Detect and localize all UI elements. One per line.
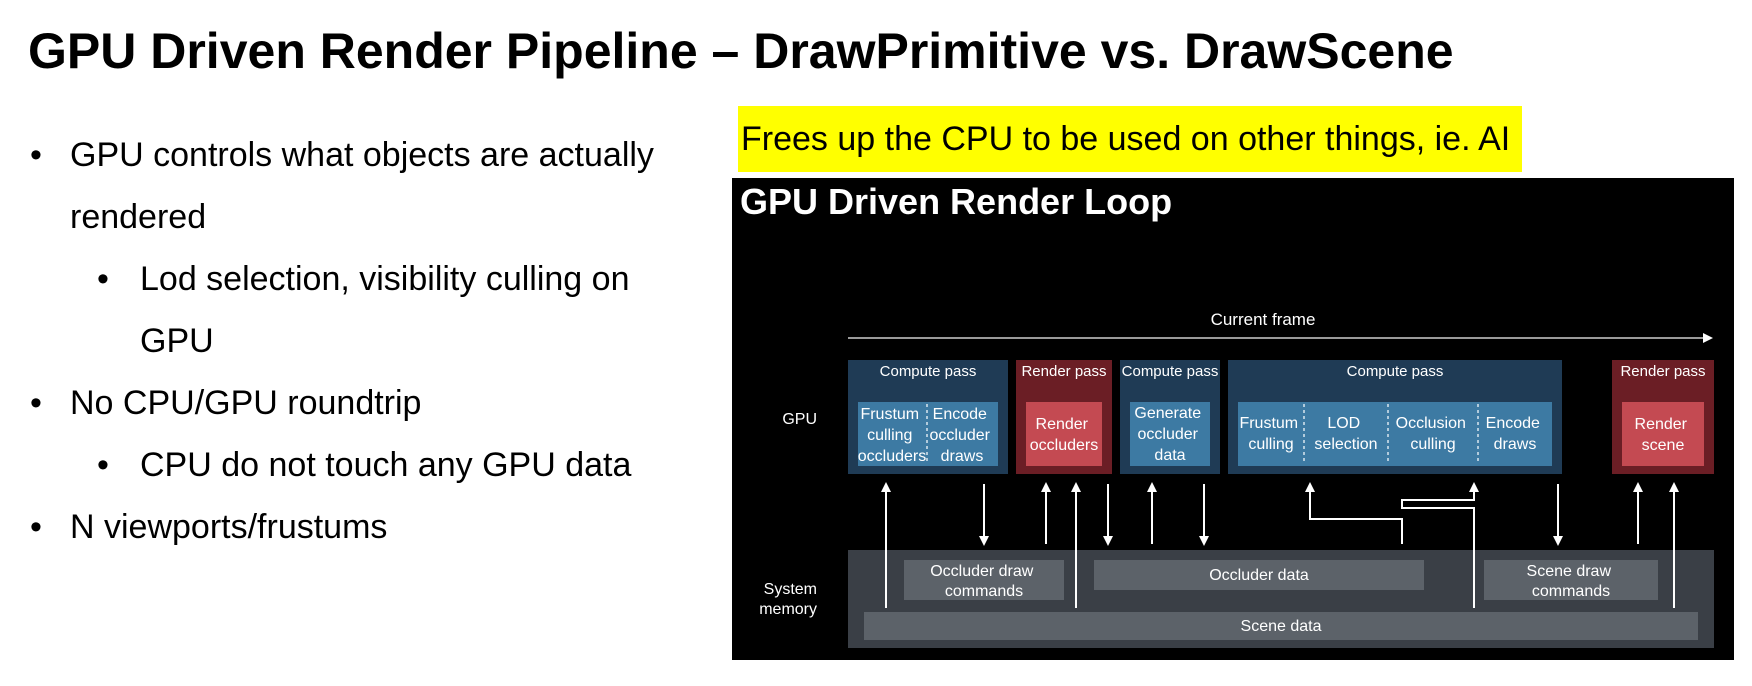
pass-label: Render pass <box>1021 363 1106 380</box>
memory-buffer-scene-data <box>864 612 1698 640</box>
bullet-marker: • <box>97 260 109 298</box>
stage-box <box>1622 402 1704 466</box>
stage-box <box>858 402 998 466</box>
bullet-text: GPU controls what objects are actually <box>70 136 654 174</box>
bullet-text: rendered <box>70 198 207 236</box>
bullet-item-continuation: rendered <box>28 186 688 248</box>
bullet-item: • No CPU/GPU roundtrip <box>28 372 688 434</box>
buffer-label: Occluder draw commands <box>930 563 1038 600</box>
bullet-marker: • <box>30 136 42 174</box>
stage-label: Render scene <box>1635 416 1692 454</box>
bullet-text: No CPU/GPU roundtrip <box>70 384 422 422</box>
bullet-marker: • <box>30 508 42 546</box>
stage-label: LOD selection <box>1314 415 1377 453</box>
diagram-title: GPU Driven Render Loop <box>740 181 1172 222</box>
bullet-text: GPU <box>140 322 214 360</box>
memory-buffer-scene-draw-commands <box>1484 560 1658 600</box>
timeline-label: Current frame <box>1211 310 1316 329</box>
stage-label: Occlusion culling <box>1396 415 1471 453</box>
slide-title: GPU Driven Render Pipeline – DrawPrimiti… <box>28 23 1454 79</box>
pass-label: Compute pass <box>1347 363 1444 380</box>
pass-label: Render pass <box>1620 363 1705 380</box>
bullet-item: • GPU controls what objects are actually <box>28 124 688 186</box>
stage-label: Generate occluder data <box>1134 405 1205 464</box>
highlight-note: Frees up the CPU to be used on other thi… <box>738 106 1522 172</box>
bullet-marker: • <box>97 446 109 484</box>
buffer-label: Scene draw commands <box>1527 563 1616 600</box>
bullet-text: Lod selection, visibility culling on <box>140 260 630 298</box>
arrow-scene-data-to-occlusion-culling <box>1401 482 1479 608</box>
pass-label: Compute pass <box>880 363 977 380</box>
stage-box <box>1026 402 1102 466</box>
bullet-list: •GPU controls what objects are actually … <box>28 124 688 558</box>
stage-label: Encode occluder draws <box>930 406 995 465</box>
stage-box <box>1238 402 1552 466</box>
sub-bullet-item-continuation: GPU <box>28 310 688 372</box>
stage-label: Frustum culling occluders <box>858 406 926 465</box>
diagram-svg: GPU Driven Render Loop Current frame GPU… <box>740 181 1714 648</box>
memory-buffer-occluder-data <box>1094 560 1424 590</box>
gpu-row-label: GPU <box>782 411 817 428</box>
sub-bullet-item: • CPU do not touch any GPU data <box>28 434 688 496</box>
system-memory-label: memory <box>759 601 817 618</box>
stage-label: Frustum culling <box>1239 415 1302 453</box>
stage-box <box>1130 402 1210 466</box>
bullet-text: N viewports/frustums <box>70 508 388 546</box>
arrow-occluder-data-to-frustum-culling <box>1305 482 1403 544</box>
pass-label: Compute pass <box>1122 363 1219 380</box>
buffer-label: Occluder data <box>1209 567 1309 584</box>
buffer-label: Scene data <box>1241 618 1322 635</box>
memory-buffer-occluder-draw-commands <box>904 560 1064 600</box>
gpu-render-loop-diagram: GPU Driven Render Loop Current frame GPU… <box>732 178 1734 660</box>
bullet-text: CPU do not touch any GPU data <box>140 446 632 484</box>
data-flow-arrows <box>881 482 1679 608</box>
bullet-item: • N viewports/frustums <box>28 496 688 558</box>
sub-bullet-item: • Lod selection, visibility culling on <box>28 248 688 310</box>
system-memory-label: System <box>764 581 817 598</box>
stage-label: Encode draws <box>1486 415 1545 453</box>
stage-label: Render occluders <box>1030 416 1098 454</box>
bullet-marker: • <box>30 384 42 422</box>
